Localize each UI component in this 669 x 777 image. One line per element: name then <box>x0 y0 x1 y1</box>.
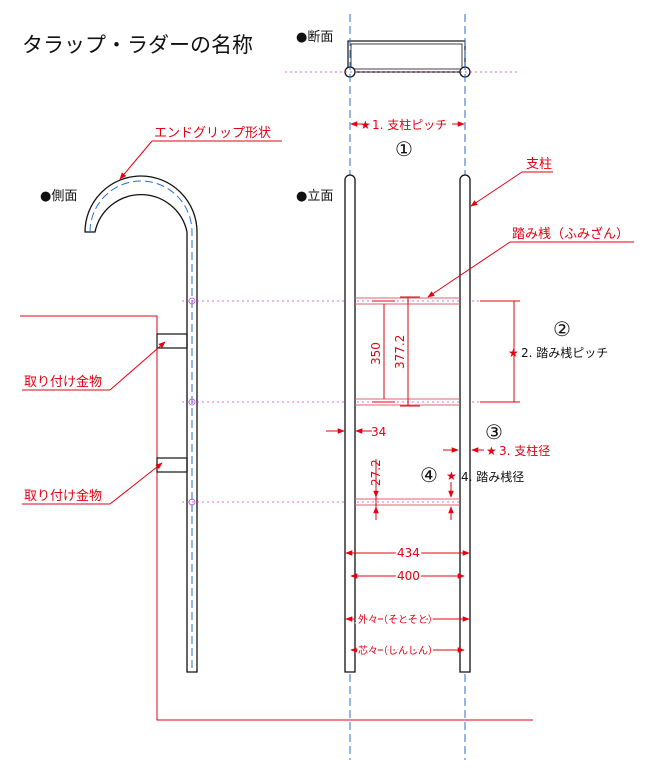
fitting-label-2: 取り付け金物 <box>24 488 102 504</box>
post-diameter-callout: ③ ★ 3. 支柱径 <box>443 420 550 458</box>
side-end-grip-centerline <box>89 180 193 672</box>
fitting-1-leader <box>109 341 166 391</box>
post-right <box>459 174 471 673</box>
section-top-bar <box>347 40 466 73</box>
fitting-label-1: 取り付け金物 <box>24 374 102 390</box>
post-callout: 支柱 <box>470 157 553 207</box>
post-pitch-label: 1. 支柱ピッチ <box>372 117 447 132</box>
rung-callout: 踏み桟（ふみざん） <box>427 226 634 298</box>
section-top-bar-inner <box>350 43 463 70</box>
outer-to-outer-label: 外々（そとそと） <box>358 614 438 626</box>
side-end-grip <box>84 175 198 673</box>
dim-34: 34 <box>371 425 386 439</box>
side-view: ●側面 エンドグリップ形状 取り付け金物 取り付け金物 <box>20 126 533 721</box>
rung-mark-3 <box>188 498 196 506</box>
dim-400: 400 <box>397 569 420 583</box>
rung-mark-1 <box>188 297 196 305</box>
center-width-dim: 400 <box>350 567 465 585</box>
post-diameter-label: 3. 支柱径 <box>499 443 550 458</box>
dim-434: 434 <box>397 546 420 560</box>
rung-label: 踏み桟（ふみざん） <box>512 226 629 242</box>
star-icon: ★ <box>486 444 497 458</box>
post-left <box>344 174 356 673</box>
circled-number-1: ① <box>395 137 413 161</box>
section-view: ●断面 <box>285 30 520 78</box>
star-icon: ★ <box>360 118 371 132</box>
center-to-center-label: 芯々（しんしん） <box>358 644 438 657</box>
circled-number-2: ② <box>553 317 571 341</box>
rung-pitch-callout: ② ★ 2. 踏み桟ピッチ <box>480 300 608 403</box>
fitting-2-leader <box>109 462 163 505</box>
post-leader <box>470 171 523 207</box>
fitting-bracket-2 <box>156 457 188 473</box>
fitting-bracket-1 <box>156 333 188 349</box>
elevation-view-label: ●立面 <box>296 189 333 204</box>
section-view-label: ●断面 <box>296 30 333 45</box>
rung-diameter-label: 4. 踏み桟径 <box>461 470 524 484</box>
end-grip-leader <box>119 140 153 180</box>
outer-width-dim: 434 <box>345 544 470 562</box>
rung-diameter-dim: 27.2 <box>369 459 383 520</box>
side-view-label: ●側面 <box>40 189 77 204</box>
rung-leader <box>427 241 511 298</box>
dim-27-2: 27.2 <box>369 459 383 486</box>
rung-mark-2 <box>188 398 196 406</box>
post-diameter-dim: 34 <box>326 425 386 439</box>
circled-number-4: ④ <box>420 463 438 487</box>
elevation-view: ●立面 <box>296 174 471 673</box>
star-icon: ★ <box>508 346 519 360</box>
dim-350: 350 <box>369 342 383 365</box>
rung-pitch-label: 2. 踏み桟ピッチ <box>521 346 608 360</box>
diagram-title: タラップ・ラダーの名称 <box>22 33 253 57</box>
wall-outline <box>20 315 533 721</box>
post-label: 支柱 <box>526 157 552 172</box>
end-grip-label: エンドグリップ形状 <box>154 126 271 141</box>
star-icon: ★ <box>446 469 457 483</box>
dim-377-2: 377.2 <box>393 335 407 369</box>
rung-spacing-dims: 350 377.2 <box>369 296 420 407</box>
outer-dim-callout: 外々（そとそと） <box>345 612 470 628</box>
rung-diameter-callout: ④ ★ 4. 踏み桟径 <box>420 463 524 520</box>
center-dim-callout: 芯々（しんしん） <box>350 642 465 659</box>
circled-number-3: ③ <box>485 420 503 444</box>
post-pitch-callout: ★ 1. 支柱ピッチ ① <box>350 117 465 161</box>
